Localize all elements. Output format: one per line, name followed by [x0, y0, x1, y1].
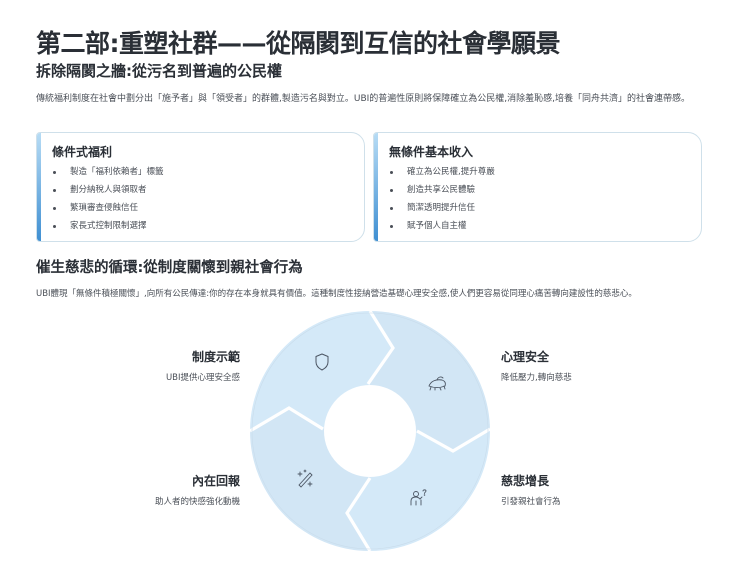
- bullet-icon: [390, 206, 393, 210]
- stage-institutional-example: 制度示範 UBI提供心理安全感: [166, 349, 240, 384]
- cushion-icon: [428, 376, 446, 391]
- list-item: 繁瑣審查侵蝕信任: [51, 199, 164, 217]
- bullet-icon: [53, 206, 56, 210]
- list-item: 家長式控制限制選擇: [51, 217, 164, 235]
- helping-person-icon: [410, 489, 427, 506]
- cycle-diagram: [250, 311, 490, 551]
- ubi-card: 無條件基本收入 確立為公民權,提升尊嚴 創造共享公民體驗 簡潔透明提升信任 賦予…: [373, 132, 702, 242]
- stage-psychological-safety: 心理安全 降低壓力,轉向慈悲: [501, 349, 572, 384]
- bullet-icon: [53, 188, 56, 192]
- segment-bottom-left: [250, 431, 370, 551]
- stage-description: UBI提供心理安全感: [165, 373, 240, 383]
- section-title: 催生慈悲的循環:從制度關懷到親社會行為: [36, 260, 303, 276]
- list-item: 創造共享公民體驗: [388, 181, 495, 199]
- shield-icon: [315, 353, 329, 371]
- stage-description: 助人者的快感強化動機: [154, 497, 240, 507]
- list-item: 簡潔透明提升信任: [388, 199, 495, 217]
- card-list: 製造「福利依賴者」標籤 劃分納稅人與領取者 繁瑣審查侵蝕信任 家長式控制限制選擇: [51, 163, 164, 235]
- segment-top-right: [370, 311, 490, 431]
- card-title: 條件式福利: [52, 145, 113, 159]
- list-item: 劃分納稅人與領取者: [51, 181, 164, 199]
- segment-top-left: [250, 311, 370, 431]
- stage-intrinsic-reward: 內在回報 助人者的快感強化動機: [155, 473, 240, 508]
- bullet-icon: [390, 224, 393, 228]
- bullet-icon: [390, 188, 393, 192]
- stage-title: 心理安全: [501, 350, 550, 364]
- section-paragraph: UBI體現「無條件積極關懷」,向所有公民傳達:你的存在本身就具有價值。這種制度性…: [36, 289, 637, 299]
- conditional-welfare-card: 條件式福利 製造「福利依賴者」標籤 劃分納稅人與領取者 繁瑣審查侵蝕信任 家長式…: [36, 132, 365, 242]
- page-subtitle: 拆除隔閡之牆:從污名到普遍的公民權: [36, 62, 283, 80]
- stage-description: 降低壓力,轉向慈悲: [501, 373, 572, 383]
- card-title: 無條件基本收入: [389, 145, 474, 159]
- intro-paragraph: 傳統福利制度在社會中劃分出「施予者」與「領受者」的群體,製造污名與對立。UBI的…: [36, 94, 691, 104]
- list-item: 製造「福利依賴者」標籤: [51, 163, 164, 181]
- magic-wand-icon: [297, 469, 313, 488]
- stage-compassion-growth: 慈悲增長 引發親社會行為: [501, 473, 561, 508]
- list-item: 確立為公民權,提升尊嚴: [388, 163, 495, 181]
- list-item: 賦予個人自主權: [388, 217, 495, 235]
- bullet-icon: [53, 170, 56, 174]
- stage-title: 內在回報: [191, 474, 240, 488]
- stage-title: 慈悲增長: [501, 474, 550, 488]
- bullet-icon: [53, 224, 56, 228]
- bullet-icon: [390, 170, 393, 174]
- stage-title: 制度示範: [191, 350, 240, 364]
- page-title: 第二部:重塑社群——從隔閡到互信的社會學願景: [36, 29, 561, 58]
- card-list: 確立為公民權,提升尊嚴 創造共享公民體驗 簡潔透明提升信任 賦予個人自主權: [388, 163, 495, 235]
- stage-description: 引發親社會行為: [501, 497, 561, 507]
- segment-bottom-right: [370, 431, 490, 551]
